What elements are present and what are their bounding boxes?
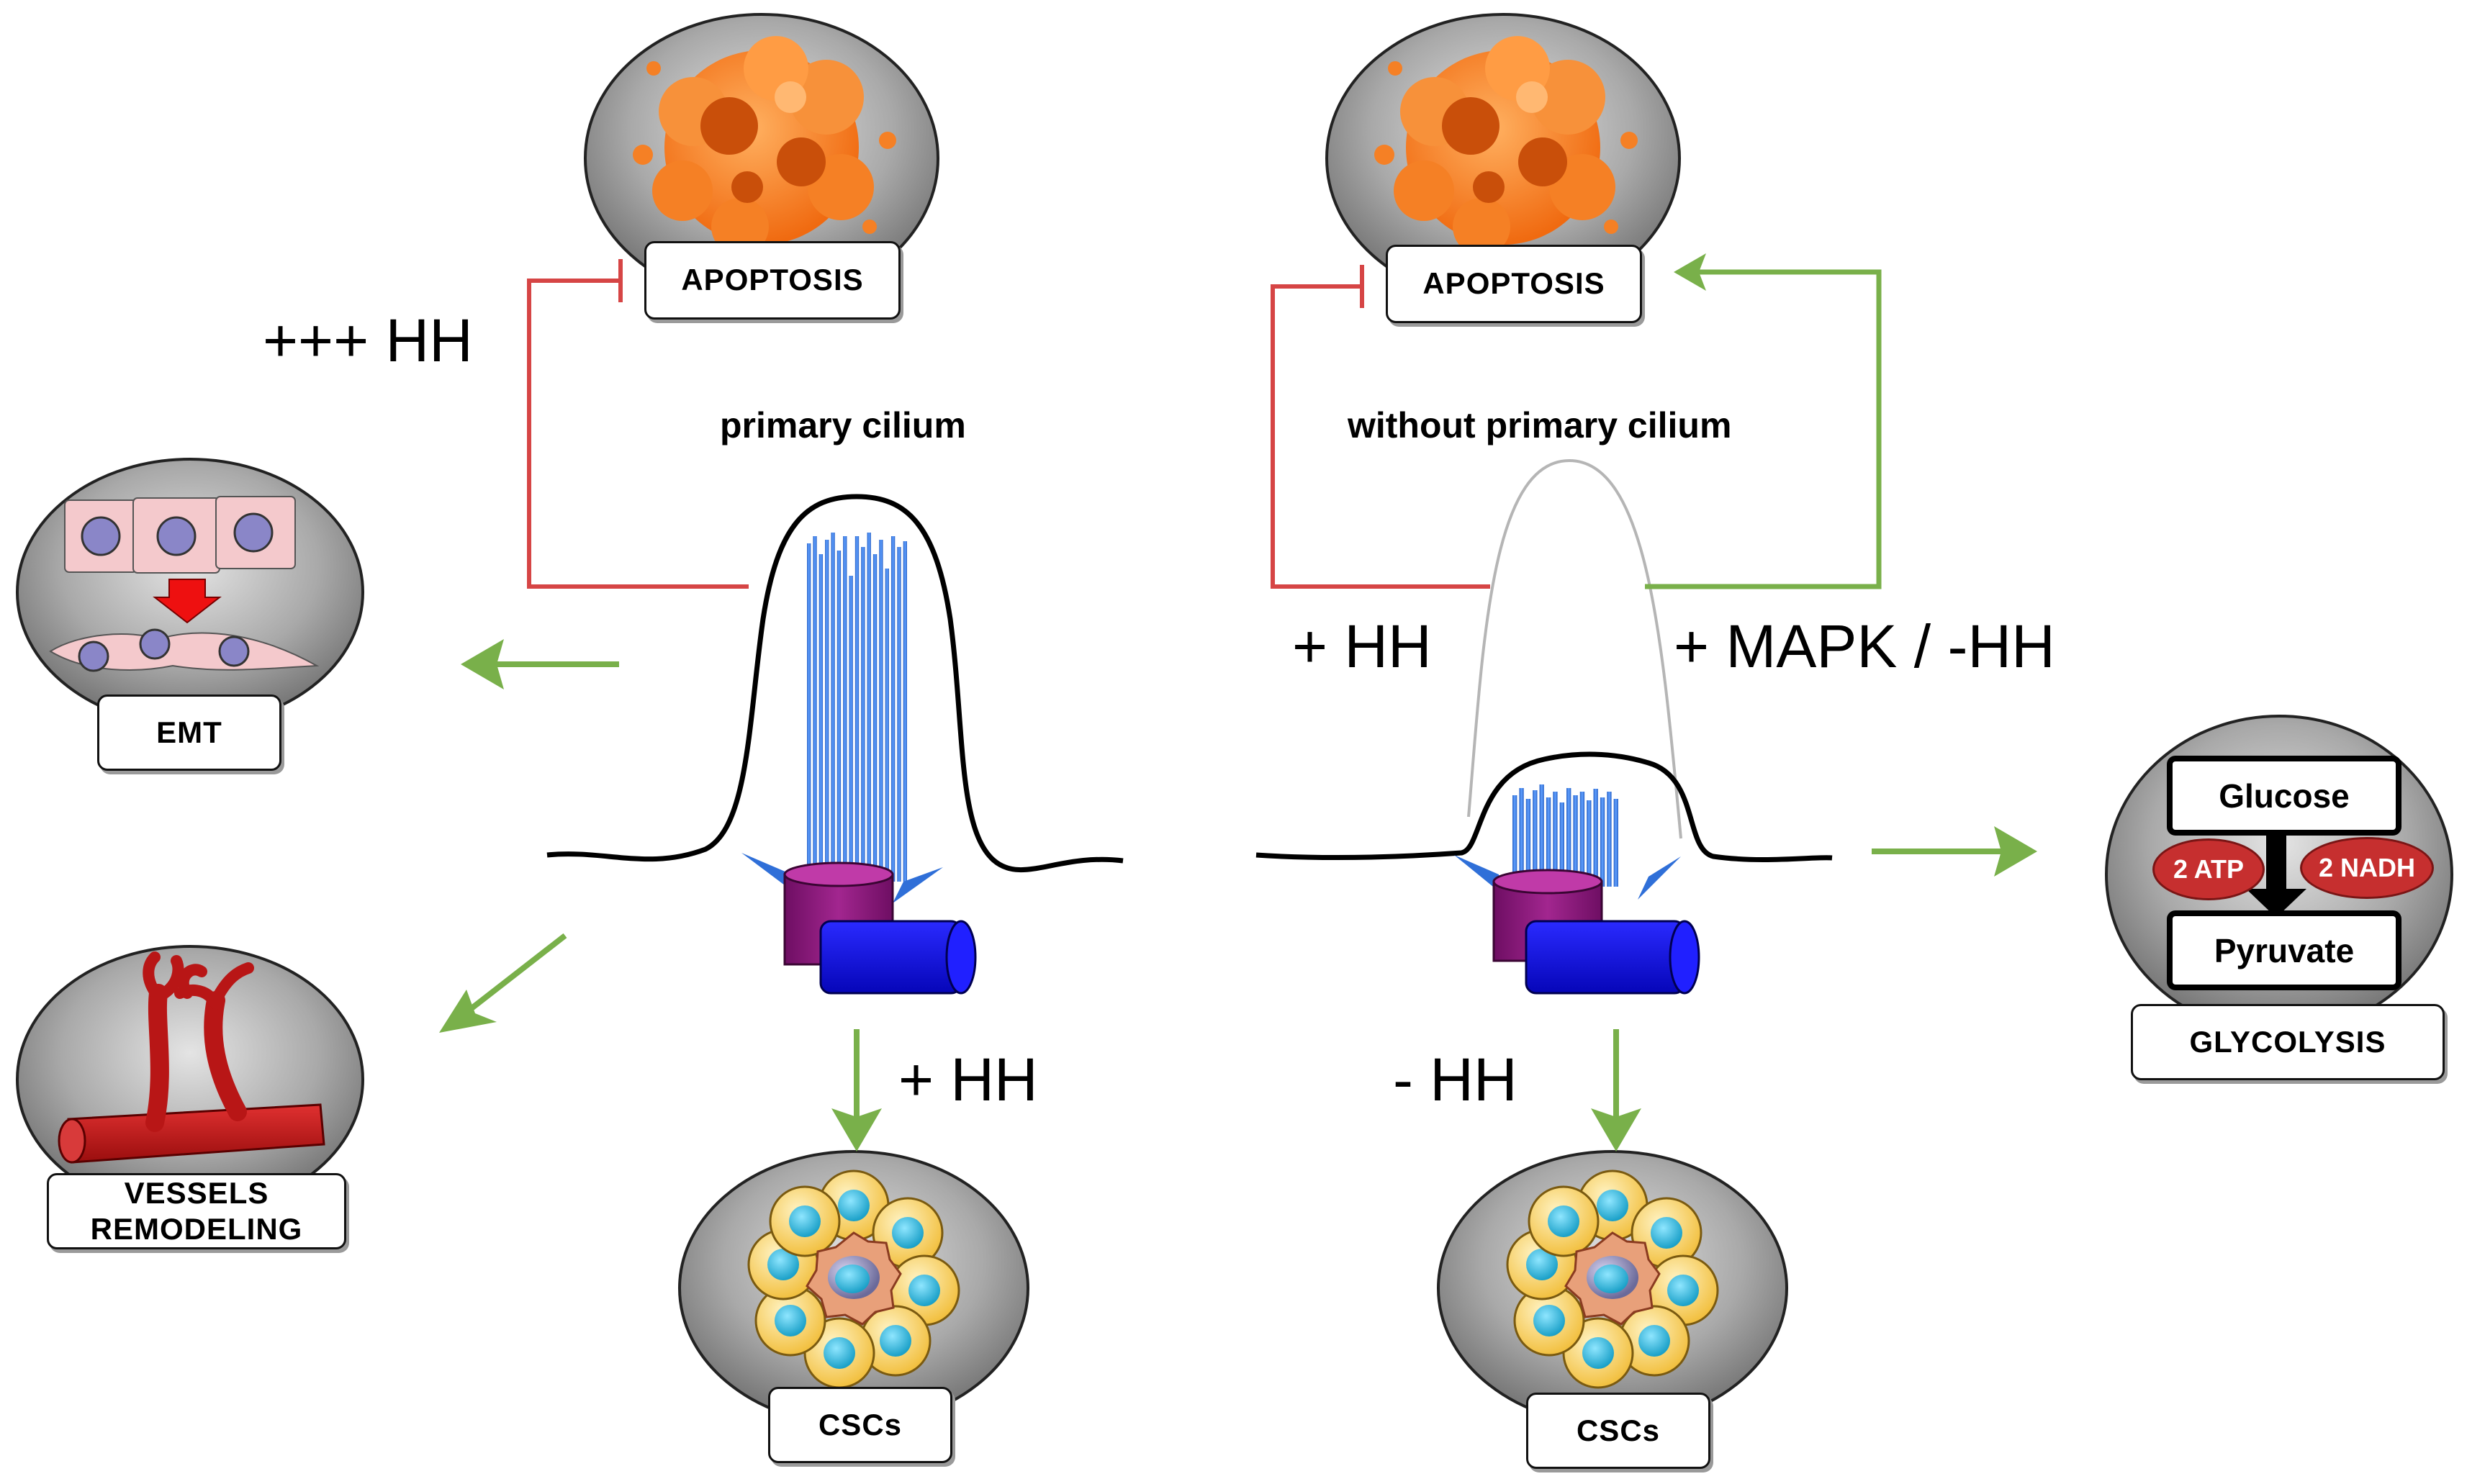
microtubule [843,536,847,882]
microtubule [1533,790,1538,887]
microtubule [861,547,865,882]
arrow-to-vessels [439,933,567,1033]
label-hh-strong: +++ HH [263,307,473,374]
primary-cilium-left [546,494,1124,995]
microtubule [872,554,878,882]
apoptotic-cell-right-icon [1374,36,1638,255]
microtubule [1607,792,1612,887]
apoptotic-cell-left-icon [633,36,896,255]
cscs-right-box: CSCs [1526,1393,1710,1469]
inhibition-line-left [527,259,749,589]
atp-label: 2 ATP [2173,854,2244,884]
nadh-badge: 2 NADH [2300,837,2434,899]
microtubule [813,536,817,882]
remodeling-label: REMODELING [90,1212,303,1246]
microtubule [1546,797,1551,887]
microtubule [825,540,829,882]
atp-badge: 2 ATP [2152,838,2265,900]
vessels-remodeling-box: VESSELS REMODELING [47,1173,346,1249]
cilium-absent-right [1255,458,1833,995]
glucose-label: Glucose [2219,777,2350,815]
title-without-primary-cilium: without primary cilium [1348,405,1732,445]
cscs-left-label: CSCs [818,1407,903,1442]
microtubule [885,569,889,882]
glycolysis-label: GLYCOLYSIS [2189,1024,2386,1059]
arrow-to-emt [461,639,619,689]
microtubules-right [1512,784,1618,887]
arrow-to-cscs-right [1591,1029,1641,1152]
microtubule [1519,788,1524,887]
label-hh-right-left: + HH [1292,612,1432,680]
inhibition-line-right [1271,265,1490,589]
microtubule [1512,795,1517,887]
microtubule [836,551,842,882]
microtubule [849,576,853,882]
microtubule [807,543,811,882]
arrow-to-glycolysis [1872,826,2037,877]
microtubule [1613,799,1618,887]
microtubule [1539,784,1544,887]
emt-cells-icon [49,496,320,672]
label-hh-right-down: - HH [1393,1046,1517,1113]
label-mapk: + MAPK / -HH [1674,612,2055,680]
apoptosis-right-label: APOPTOSIS [1422,266,1605,301]
cscs-right-label: CSCs [1576,1413,1661,1447]
microtubule [1559,802,1564,887]
microtubule [903,541,907,882]
label-hh-left-down: + HH [898,1046,1038,1113]
microtubule [1553,792,1558,887]
microtubule [867,533,871,882]
microtubules-left [807,533,907,882]
glucose-box: Glucose [2167,756,2401,836]
apoptosis-right-box: APOPTOSIS [1386,245,1642,323]
pyruvate-label: Pyruvate [2214,931,2355,969]
csc-cluster-left-icon [747,1169,960,1389]
microtubule [1573,795,1578,887]
vessels-label: VESSELS [124,1175,269,1210]
arrow-to-cscs-left [831,1029,882,1152]
microtubule [1587,800,1592,887]
microtubule [1566,788,1571,887]
microtubule [1579,792,1585,887]
microtubule [831,533,835,882]
apoptosis-left-label: APOPTOSIS [681,263,864,297]
emt-label: EMT [156,715,222,749]
pyruvate-box: Pyruvate [2167,910,2401,990]
microtubule [1600,797,1605,887]
glycolysis-box: GLYCOLYSIS [2131,1004,2445,1080]
title-primary-cilium: primary cilium [720,405,966,445]
microtubule [897,547,901,882]
apoptosis-left-box: APOPTOSIS [644,241,901,320]
microtubule [879,540,883,882]
cscs-left-box: CSCs [768,1387,952,1463]
microtubule [818,554,824,882]
activation-line-right [1645,253,1882,589]
microtubule [1593,789,1598,887]
blood-vessel-icon [58,951,325,1164]
glycolysis-arrow-icon [2246,828,2306,918]
microtubule [854,536,860,882]
microtubule [1525,799,1531,887]
csc-cluster-right-icon [1506,1169,1719,1389]
nadh-label: 2 NADH [2318,853,2415,882]
microtubule [890,536,896,882]
emt-box: EMT [97,695,281,771]
